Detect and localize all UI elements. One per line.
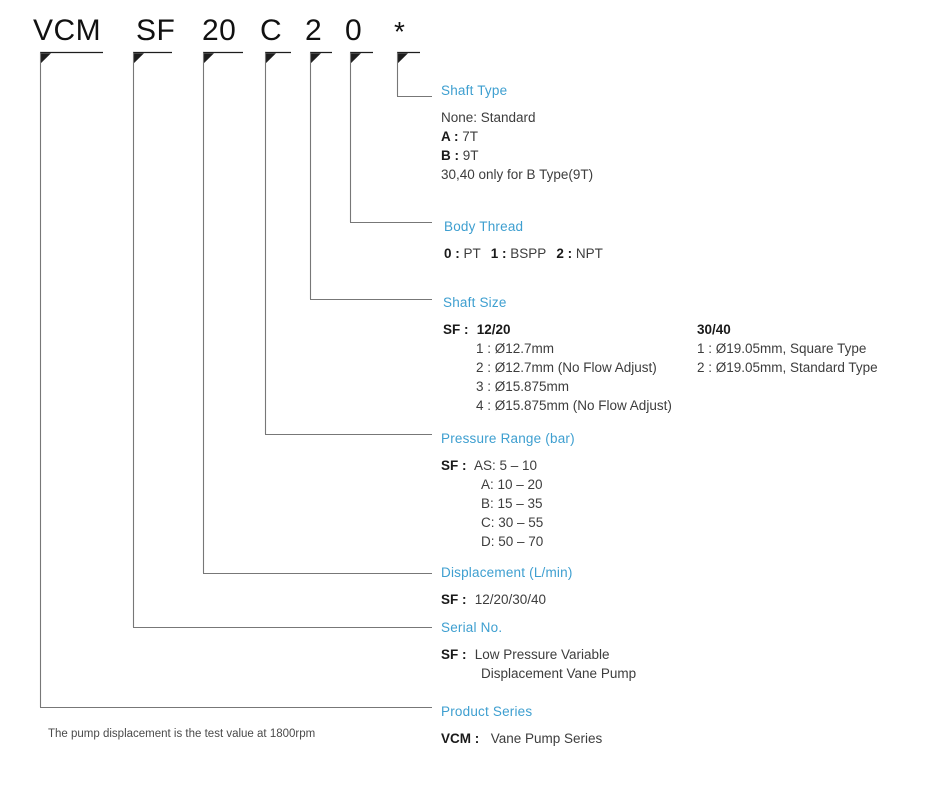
callout-option-row: C: 30 – 55 [481, 515, 544, 531]
option-note: None: Standard [441, 110, 536, 126]
option-key: 2 : [556, 246, 573, 262]
callout-shaft-size: Shaft Size SF : 12/20 1 : Ø12.7mm 2 : Ø12.7… [443, 295, 672, 415]
callout-title-shaft-type: Shaft Type [441, 83, 508, 98]
series-value: 12/20 [473, 322, 511, 338]
callout-title-product-series: Product Series [441, 704, 533, 719]
option-key: A : [441, 129, 459, 145]
callout-title-body-thread: Body Thread [444, 219, 524, 234]
code-token-2: 2 [305, 14, 323, 47]
callout-title-displacement: Displacement (L/min) [441, 565, 573, 580]
code-token-0: 0 [345, 14, 363, 47]
callout-option-row: 2 : Ø19.05mm, Standard Type [697, 360, 878, 375]
code-token-c: C [260, 14, 283, 47]
option-value: BSPP [506, 246, 547, 262]
callout-title-shaft-size: Shaft Size [443, 295, 507, 310]
code-token-sf: SF [136, 14, 176, 47]
series-label: SF : [443, 322, 469, 338]
footnote: The pump displacement is the test value … [48, 728, 316, 740]
leader-line-shaft-type [396, 51, 432, 98]
callout-group-row: SF : 12/20 [443, 320, 672, 339]
code-token-vcm: VCM [33, 14, 102, 47]
callout-option-row: 1 : Ø12.7mm [476, 341, 555, 357]
option-value: 9T [459, 148, 479, 164]
option-value: Low Pressure Variable [471, 647, 610, 663]
callout-title-pressure-range: Pressure Range (bar) [441, 431, 575, 446]
code-token-20: 20 [202, 14, 237, 47]
callout-option-row: 3 : Ø15.875mm [476, 379, 570, 395]
callout-option-row: Displacement Vane Pump [481, 666, 637, 682]
callout-group-row: SF : 12/20/30/40 [441, 590, 573, 609]
callout-option-row: B: 15 – 35 [481, 496, 543, 512]
callout-body-pressure-range: SF : AS: 5 – 10 A: 10 – 20 B: 15 – 35 C: 30… [441, 456, 575, 551]
option-key: 0 : [444, 246, 460, 262]
leader-line-displacement [202, 51, 432, 575]
callout-shaft-size-secondary-column: 30/40 1 : Ø19.05mm, Square Type 2 : Ø19.05… [697, 320, 878, 377]
callout-option-row: 2 : Ø12.7mm (No Flow Adjust) [476, 360, 657, 376]
callout-option-row: D: 50 – 70 [481, 534, 544, 550]
option-key: B : [441, 148, 459, 164]
callout-line: A : 7T [441, 127, 593, 146]
callout-pressure-range: Pressure Range (bar) SF : AS: 5 – 10 A: 10… [441, 431, 575, 551]
callout-line: B : 9T [441, 146, 593, 165]
leader-line-body-thread [349, 51, 432, 224]
series-label: SF : [441, 647, 467, 663]
option-value: NPT [572, 246, 603, 262]
callout-group-row: SF : Low Pressure Variable [441, 645, 636, 664]
callout-displacement: Displacement (L/min) SF : 12/20/30/40 [441, 565, 573, 609]
code-token-asterisk: * [394, 16, 406, 47]
leader-line-shaft-size [309, 51, 432, 301]
callout-inline-options: 0 : PT 1 : BSPP 2 : NPT [444, 244, 603, 263]
callout-group-row: SF : AS: 5 – 10 [441, 456, 575, 475]
callout-body-thread: Body Thread 0 : PT 1 : BSPP 2 : NPT [444, 219, 603, 263]
callout-body-body-thread: 0 : PT 1 : BSPP 2 : NPT [444, 244, 603, 263]
callout-body-shaft-size: SF : 12/20 1 : Ø12.7mm 2 : Ø12.7mm (No Flo… [443, 320, 672, 415]
option-value: 7T [458, 129, 479, 145]
series-value: 12/20/30/40 [471, 592, 547, 608]
series-label: VCM : [441, 731, 480, 747]
leader-line-pressure-range [264, 51, 432, 436]
option-key: 1 : [490, 246, 507, 262]
series-label: SF : [441, 592, 467, 608]
callout-body-product-series: VCM : Vane Pump Series [441, 729, 602, 748]
callout-body-displacement: SF : 12/20/30/40 [441, 590, 573, 609]
option-value: AS: 5 – 10 [471, 458, 538, 474]
callout-group-row: VCM : Vane Pump Series [441, 729, 602, 748]
callout-title-serial-no: Serial No. [441, 620, 503, 635]
option-value: PT [459, 246, 481, 262]
secondary-column-heading: 30/40 [697, 322, 731, 337]
callout-option-row: 4 : Ø15.875mm (No Flow Adjust) [476, 398, 672, 414]
callout-option-row: A: 10 – 20 [481, 477, 543, 493]
secondary-column-body: 30/40 1 : Ø19.05mm, Square Type 2 : Ø19.05… [697, 320, 878, 377]
series-value: Vane Pump Series [487, 731, 603, 747]
callout-option-row: 1 : Ø19.05mm, Square Type [697, 341, 867, 356]
leader-line-product-series [39, 51, 432, 709]
leader-line-serial-no [132, 51, 432, 629]
option-note: 30,40 only for B Type(9T) [441, 167, 594, 183]
series-label: SF : [441, 458, 467, 474]
